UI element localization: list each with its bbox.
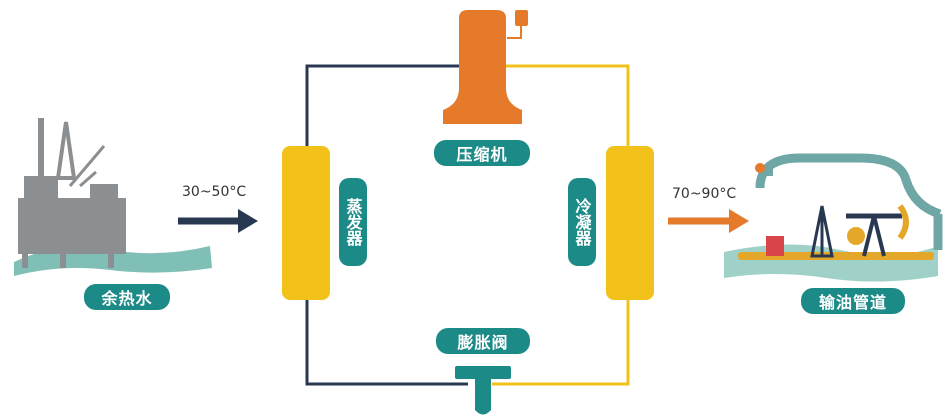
evaporator-label: 蒸发器 (339, 178, 367, 266)
compressor-icon (443, 10, 528, 124)
expansion-valve-label: 膨胀阀 (436, 328, 530, 354)
waste-heat-water-label: 余热水 (84, 284, 170, 310)
expansion-valve-icon (455, 366, 511, 415)
oil-pipeline-pumpjack-icon (724, 153, 943, 282)
oil-pipeline-label: 输油管道 (801, 288, 905, 314)
inlet-arrow (178, 209, 258, 233)
loop-line-bottom-left (305, 298, 468, 386)
condenser-unit (606, 146, 654, 300)
condenser-label-text: 冷凝器 (572, 198, 592, 246)
inlet-temperature-label: 30~50°C (182, 184, 247, 200)
condenser-label: 冷凝器 (568, 178, 596, 266)
loop-line-top-left (305, 64, 468, 150)
outlet-temperature-label: 70~90°C (672, 186, 737, 202)
refrigerant-loop (305, 64, 630, 386)
evaporator-unit (282, 146, 330, 300)
evaporator-label-text: 蒸发器 (343, 198, 363, 246)
loop-line-bottom-right (492, 298, 630, 386)
offshore-platform-icon (14, 118, 212, 276)
compressor-label: 压缩机 (434, 140, 530, 166)
loop-line-top-right (490, 64, 630, 148)
outlet-arrow (668, 209, 749, 233)
